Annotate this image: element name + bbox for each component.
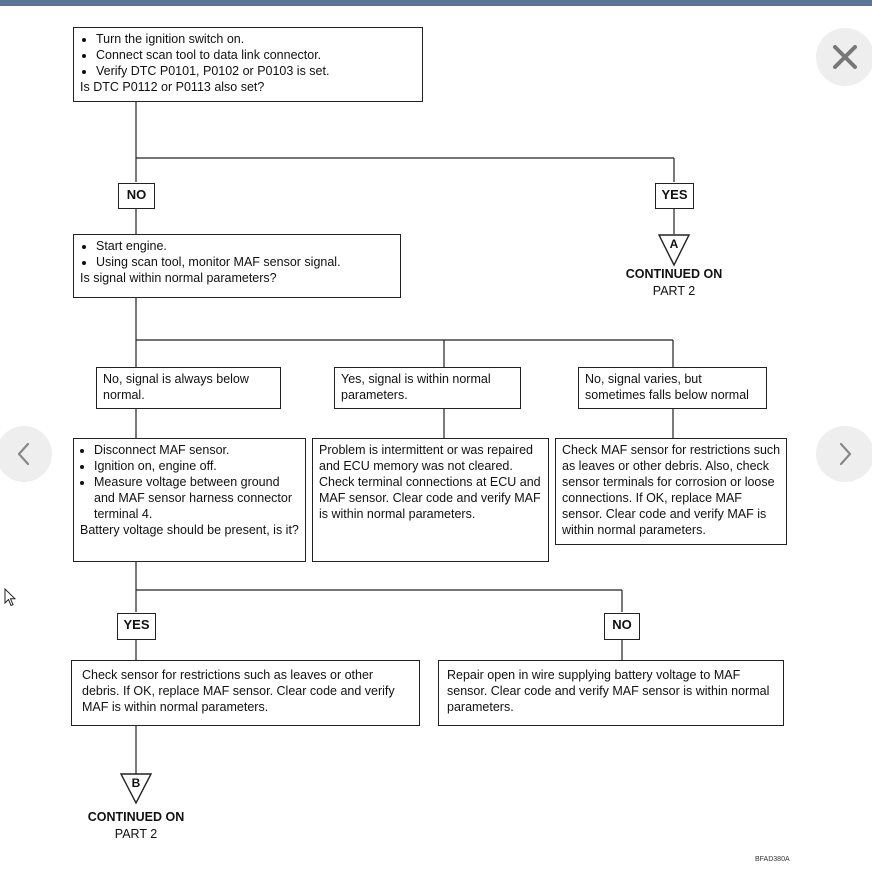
continued-heading: CONTINUED ON bbox=[625, 267, 723, 281]
window-top-bar bbox=[0, 0, 872, 6]
continued-part: PART 2 bbox=[652, 284, 696, 298]
label-no: NO bbox=[118, 183, 155, 209]
step-check-restrictions: Check MAF sensor for restrictions such a… bbox=[555, 438, 787, 545]
step-item: Disconnect MAF sensor. bbox=[94, 442, 303, 458]
branch-below-normal: No, signal is always below normal. bbox=[96, 367, 281, 409]
continued-part2-b: CONTINUED ON PART 2 bbox=[71, 809, 201, 843]
step-monitor-maf: Start engine. Using scan tool, monitor M… bbox=[73, 234, 401, 298]
continued-part2-a: CONTINUED ON PART 2 bbox=[609, 266, 739, 300]
result-replace-maf: Check sensor for restrictions such as le… bbox=[71, 660, 420, 726]
label-no: NO bbox=[604, 613, 640, 640]
step-item: Connect scan tool to data link connector… bbox=[96, 47, 416, 63]
connector-a-letter: A bbox=[669, 237, 679, 251]
step-check-dtc: Turn the ignition switch on. Connect sca… bbox=[73, 27, 423, 102]
figure-id: BFAD380A bbox=[755, 856, 790, 863]
close-icon bbox=[833, 45, 857, 69]
mouse-pointer-icon bbox=[4, 588, 16, 607]
step-measure-voltage: Disconnect MAF sensor. Ignition on, engi… bbox=[73, 438, 306, 562]
chevron-right-icon bbox=[839, 442, 852, 466]
label-yes: YES bbox=[117, 613, 156, 640]
label-yes: YES bbox=[655, 183, 694, 209]
step-item: Measure voltage between ground and MAF s… bbox=[94, 474, 303, 522]
continued-heading: CONTINUED ON bbox=[87, 810, 185, 824]
connector-triangle-a bbox=[657, 234, 691, 267]
branch-varies: No, signal varies, but sometimes falls b… bbox=[578, 367, 767, 409]
previous-button[interactable] bbox=[0, 426, 52, 482]
step-item: Start engine. bbox=[96, 238, 394, 254]
step-intermittent: Problem is intermittent or was repaired … bbox=[312, 438, 549, 562]
step-question: Is signal within normal parameters? bbox=[80, 271, 277, 285]
step-item: Turn the ignition switch on. bbox=[96, 31, 416, 47]
continued-part: PART 2 bbox=[114, 827, 158, 841]
step-question: Battery voltage should be present, is it… bbox=[80, 523, 299, 537]
close-button[interactable] bbox=[816, 28, 872, 86]
step-item: Using scan tool, monitor MAF sensor sign… bbox=[96, 254, 394, 270]
step-question: Is DTC P0112 or P0113 also set? bbox=[80, 80, 265, 94]
next-button[interactable] bbox=[816, 426, 872, 482]
branch-within-normal: Yes, signal is within normal parameters. bbox=[334, 367, 521, 409]
connector-b-letter: B bbox=[131, 776, 141, 790]
chevron-left-icon bbox=[17, 442, 30, 466]
step-item: Verify DTC P0101, P0102 or P0103 is set. bbox=[96, 63, 416, 79]
step-item: Ignition on, engine off. bbox=[94, 458, 303, 474]
connector-triangle-b bbox=[119, 773, 153, 805]
result-repair-wire: Repair open in wire supplying battery vo… bbox=[438, 660, 784, 726]
